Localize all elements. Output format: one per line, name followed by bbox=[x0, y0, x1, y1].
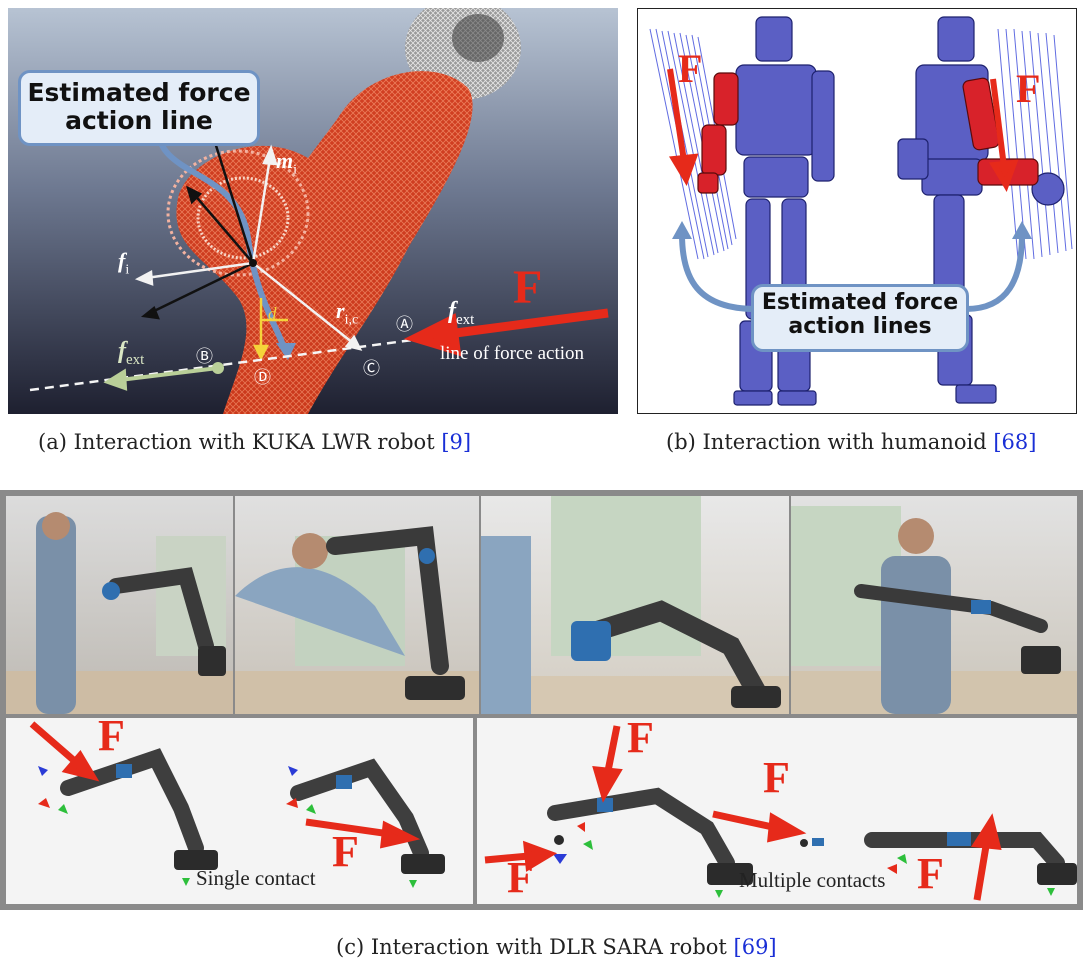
label-r-ic: ri,c bbox=[336, 298, 358, 328]
panel-b-figure: F F Estimated force action lines bbox=[637, 8, 1077, 414]
photo-3 bbox=[481, 496, 789, 714]
single-contact-label: Single contact bbox=[196, 866, 316, 890]
point-c: Ⓒ bbox=[363, 359, 380, 378]
multiple-contacts-label: Multiple contacts bbox=[739, 868, 886, 892]
label-m-sub: i bbox=[293, 162, 298, 178]
sim-right: F F F F Multiple contacts bbox=[477, 718, 1077, 904]
photo-1-scene bbox=[6, 512, 233, 714]
sim-left-force-label-2: F bbox=[332, 827, 359, 876]
photo-3-scene bbox=[481, 496, 789, 714]
label-fi-sub: i bbox=[125, 262, 130, 278]
caption-a-ref[interactable]: [9] bbox=[441, 430, 472, 454]
panel-b-callout: Estimated force action lines bbox=[751, 284, 969, 352]
label-d: d bbox=[268, 304, 277, 324]
panel-c-figure: F F Single contact bbox=[0, 490, 1083, 910]
sim-right-force-label-1: F bbox=[627, 718, 654, 762]
label-f-i: fi bbox=[118, 248, 129, 278]
callout-line-1: Estimated force bbox=[27, 78, 251, 107]
panel-a-figure: Estimated force action line mi fi ri,c d… bbox=[8, 8, 618, 414]
photo-2-scene bbox=[235, 526, 479, 714]
label-fext-right-sub: ext bbox=[456, 311, 475, 328]
label-d-text: d bbox=[268, 304, 277, 323]
sim-left: F F Single contact bbox=[6, 718, 473, 904]
callout-line-2: action line bbox=[65, 105, 213, 135]
caption-a-text: (a) Interaction with KUKA LWR robot bbox=[38, 430, 442, 454]
sim-right-scene bbox=[484, 725, 1077, 901]
callout-b-line-2: action lines bbox=[788, 314, 932, 340]
caption-c-ref[interactable]: [69] bbox=[733, 935, 777, 959]
sim-right-force-label-3: F bbox=[763, 753, 790, 802]
label-r-text: r bbox=[336, 298, 345, 323]
photo-4-scene bbox=[791, 506, 1077, 714]
caption-b-text: (b) Interaction with humanoid bbox=[666, 430, 994, 454]
photo-4 bbox=[791, 496, 1077, 714]
point-d: Ⓓ bbox=[254, 368, 271, 387]
sim-right-force-label-4: F bbox=[917, 849, 944, 898]
panel-b-force-label-right: F bbox=[1016, 66, 1041, 111]
label-m-text: m bbox=[276, 148, 294, 173]
caption-b-ref[interactable]: [68] bbox=[993, 430, 1037, 454]
sim-left-force-label-1: F bbox=[98, 718, 125, 760]
label-fext-right-text: f bbox=[448, 298, 456, 324]
humanoid-front-red-arm bbox=[697, 72, 739, 194]
caption-c: (c) Interaction with DLR SARA robot [69] bbox=[336, 935, 777, 959]
photo-row bbox=[6, 496, 1077, 714]
panel-b-illustration bbox=[649, 16, 1073, 406]
label-fi-text: f bbox=[118, 248, 126, 273]
caption-b: (b) Interaction with humanoid [68] bbox=[666, 430, 1036, 454]
panel-a-force-label: F bbox=[513, 261, 543, 314]
point-a: Ⓐ bbox=[396, 315, 413, 334]
line-of-force-action-label: line of force action bbox=[440, 343, 585, 364]
label-fext-left-text: f bbox=[118, 338, 126, 364]
label-m-i: mi bbox=[276, 148, 297, 178]
photo-1 bbox=[6, 496, 233, 714]
photo-2 bbox=[235, 496, 479, 714]
sim-right-force-label-2: F bbox=[507, 853, 534, 902]
label-fext-left-sub: ext bbox=[126, 351, 145, 368]
callout-b-line-1: Estimated force bbox=[761, 290, 959, 315]
sim-left-scene bbox=[29, 721, 445, 888]
panel-b-force-label-left: F bbox=[678, 46, 703, 91]
caption-a: (a) Interaction with KUKA LWR robot [9] bbox=[38, 430, 471, 454]
label-f-ext-left: fext bbox=[118, 338, 144, 369]
label-r-sub: i,c bbox=[344, 312, 359, 328]
label-f-ext-right: fext bbox=[448, 298, 474, 329]
caption-c-text: (c) Interaction with DLR SARA robot bbox=[336, 935, 734, 959]
point-b: Ⓑ bbox=[196, 347, 213, 366]
panel-a-callout: Estimated force action line bbox=[18, 70, 260, 146]
red-robot-link bbox=[176, 71, 473, 414]
